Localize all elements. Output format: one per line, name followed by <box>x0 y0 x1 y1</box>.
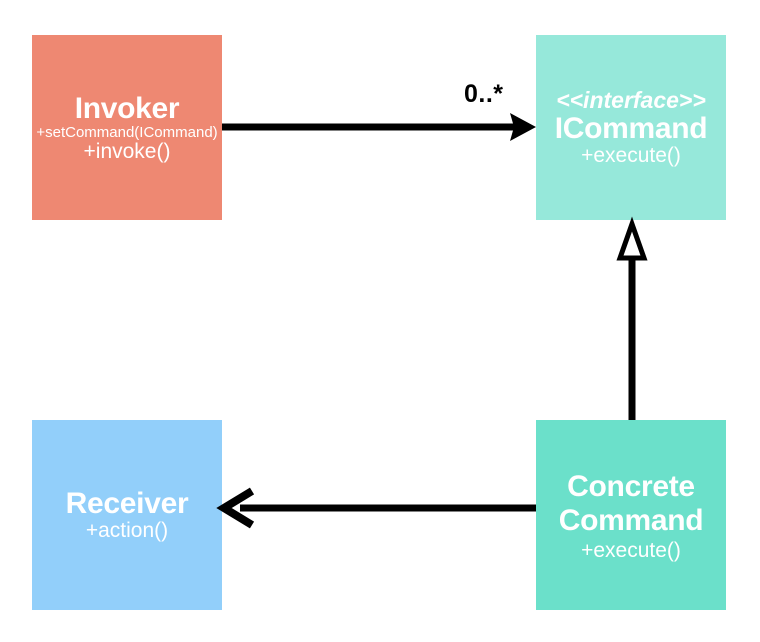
class-name-concrete-command-line1: Concrete <box>567 469 695 503</box>
relationship-concrete-command-to-receiver <box>216 487 536 529</box>
class-member-invoker-setcommand: +setCommand(ICommand) <box>36 123 218 141</box>
multiplicity-label-0-to-many: 0..* <box>464 80 504 108</box>
class-member-concrete-command-execute: +execute() <box>581 538 681 562</box>
class-box-receiver[interactable]: Receiver +action() <box>32 420 222 610</box>
class-member-receiver-action: +action() <box>85 519 169 542</box>
class-name-receiver: Receiver <box>65 487 189 520</box>
class-name-invoker: Invoker <box>74 91 180 125</box>
open-arrowhead-receiver <box>216 487 255 529</box>
relationship-invoker-to-icommand <box>222 113 536 141</box>
relationship-concrete-command-to-icommand <box>616 216 648 420</box>
class-name-icommand: ICommand <box>554 112 708 145</box>
hollow-triangle-arrowhead-icommand <box>616 216 648 261</box>
class-name-concrete-command-line2: Command <box>558 504 704 537</box>
class-member-invoker-invoke: +invoke() <box>83 139 171 163</box>
class-box-icommand[interactable]: <<interface>> ICommand +execute() <box>536 35 726 220</box>
filled-arrowhead-icommand <box>510 113 536 141</box>
class-member-icommand-execute: +execute() <box>581 144 681 167</box>
class-stereotype-icommand: <<interface>> <box>556 87 706 113</box>
class-box-invoker[interactable]: Invoker +setCommand(ICommand) +invoke() <box>32 35 222 220</box>
class-box-concrete-command[interactable]: Concrete Command +execute() <box>536 420 726 610</box>
